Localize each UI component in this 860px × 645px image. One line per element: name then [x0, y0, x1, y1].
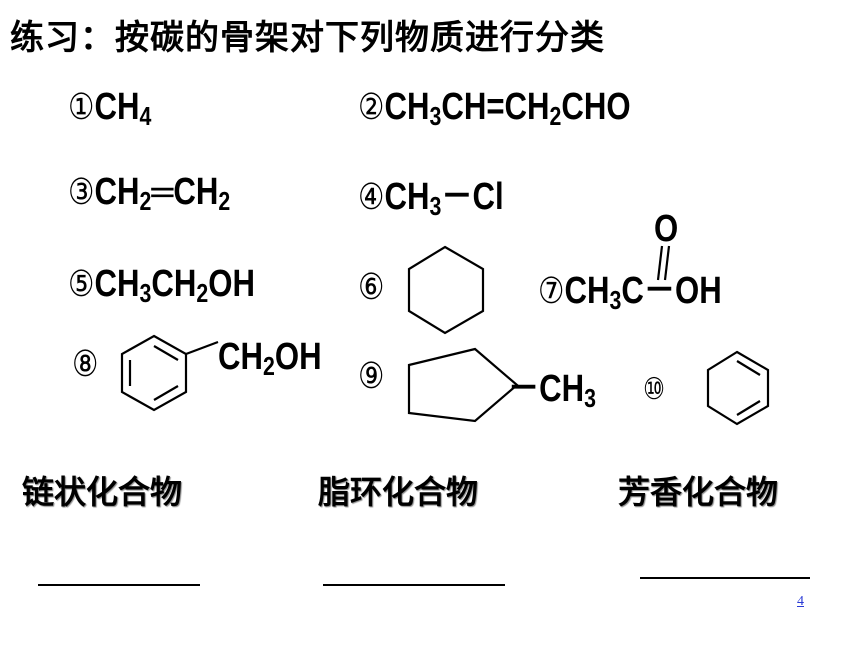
compound-10-number: ⑩	[643, 372, 666, 407]
compound-6-number: ⑥	[358, 267, 385, 308]
compound-5-number: ⑤	[68, 264, 95, 305]
carbonyl-oxygen: O	[654, 208, 679, 250]
compound-7-number: ⑦	[538, 271, 565, 312]
category-alicyclic: 脂环化合物	[318, 473, 479, 511]
cyclopentane-structure	[407, 347, 519, 423]
compound-9-number: ⑨	[358, 356, 385, 397]
compound-6: ⑥	[358, 268, 384, 306]
compound-3: ③CH2═CH2	[68, 171, 231, 216]
answer-blank-chain[interactable]	[38, 584, 200, 586]
page-title: 练习：按碳的骨架对下列物质进行分类	[10, 18, 605, 58]
compound-1-number: ①	[68, 87, 95, 128]
compound-8-number: ⑧	[72, 344, 99, 385]
compound-2-number: ②	[358, 87, 385, 128]
benzyl-substituent: CH2OH	[218, 336, 322, 381]
compound-8: ⑧	[72, 345, 98, 383]
compound-10: ⑩	[643, 368, 665, 406]
page-number[interactable]: 4	[797, 594, 804, 609]
answer-blank-aromatic[interactable]	[640, 577, 810, 579]
carbonyl-double-bond	[656, 245, 671, 281]
compound-4: ④CH3－Cl	[358, 176, 504, 221]
benzene-ring-structure	[120, 334, 219, 412]
compound-2: ②CH3CH=CH2CHO	[358, 86, 631, 131]
compound-9: ⑨	[358, 357, 384, 395]
cyclohexane-structure	[407, 245, 485, 335]
compound-7: ⑦CH3C－OH	[538, 270, 722, 315]
compound-3-number: ③	[68, 172, 95, 213]
answer-blank-alicyclic[interactable]	[323, 584, 505, 586]
compound-5: ⑤CH3CH2OH	[68, 263, 255, 308]
compound-4-number: ④	[358, 177, 385, 218]
cyclohexadiene-structure	[706, 350, 770, 426]
compound-1: ①CH4	[68, 86, 152, 131]
category-aromatic: 芳香化合物	[618, 473, 779, 511]
methyl-substituent: －CH3	[508, 368, 597, 413]
category-chain: 链状化合物	[22, 473, 183, 511]
